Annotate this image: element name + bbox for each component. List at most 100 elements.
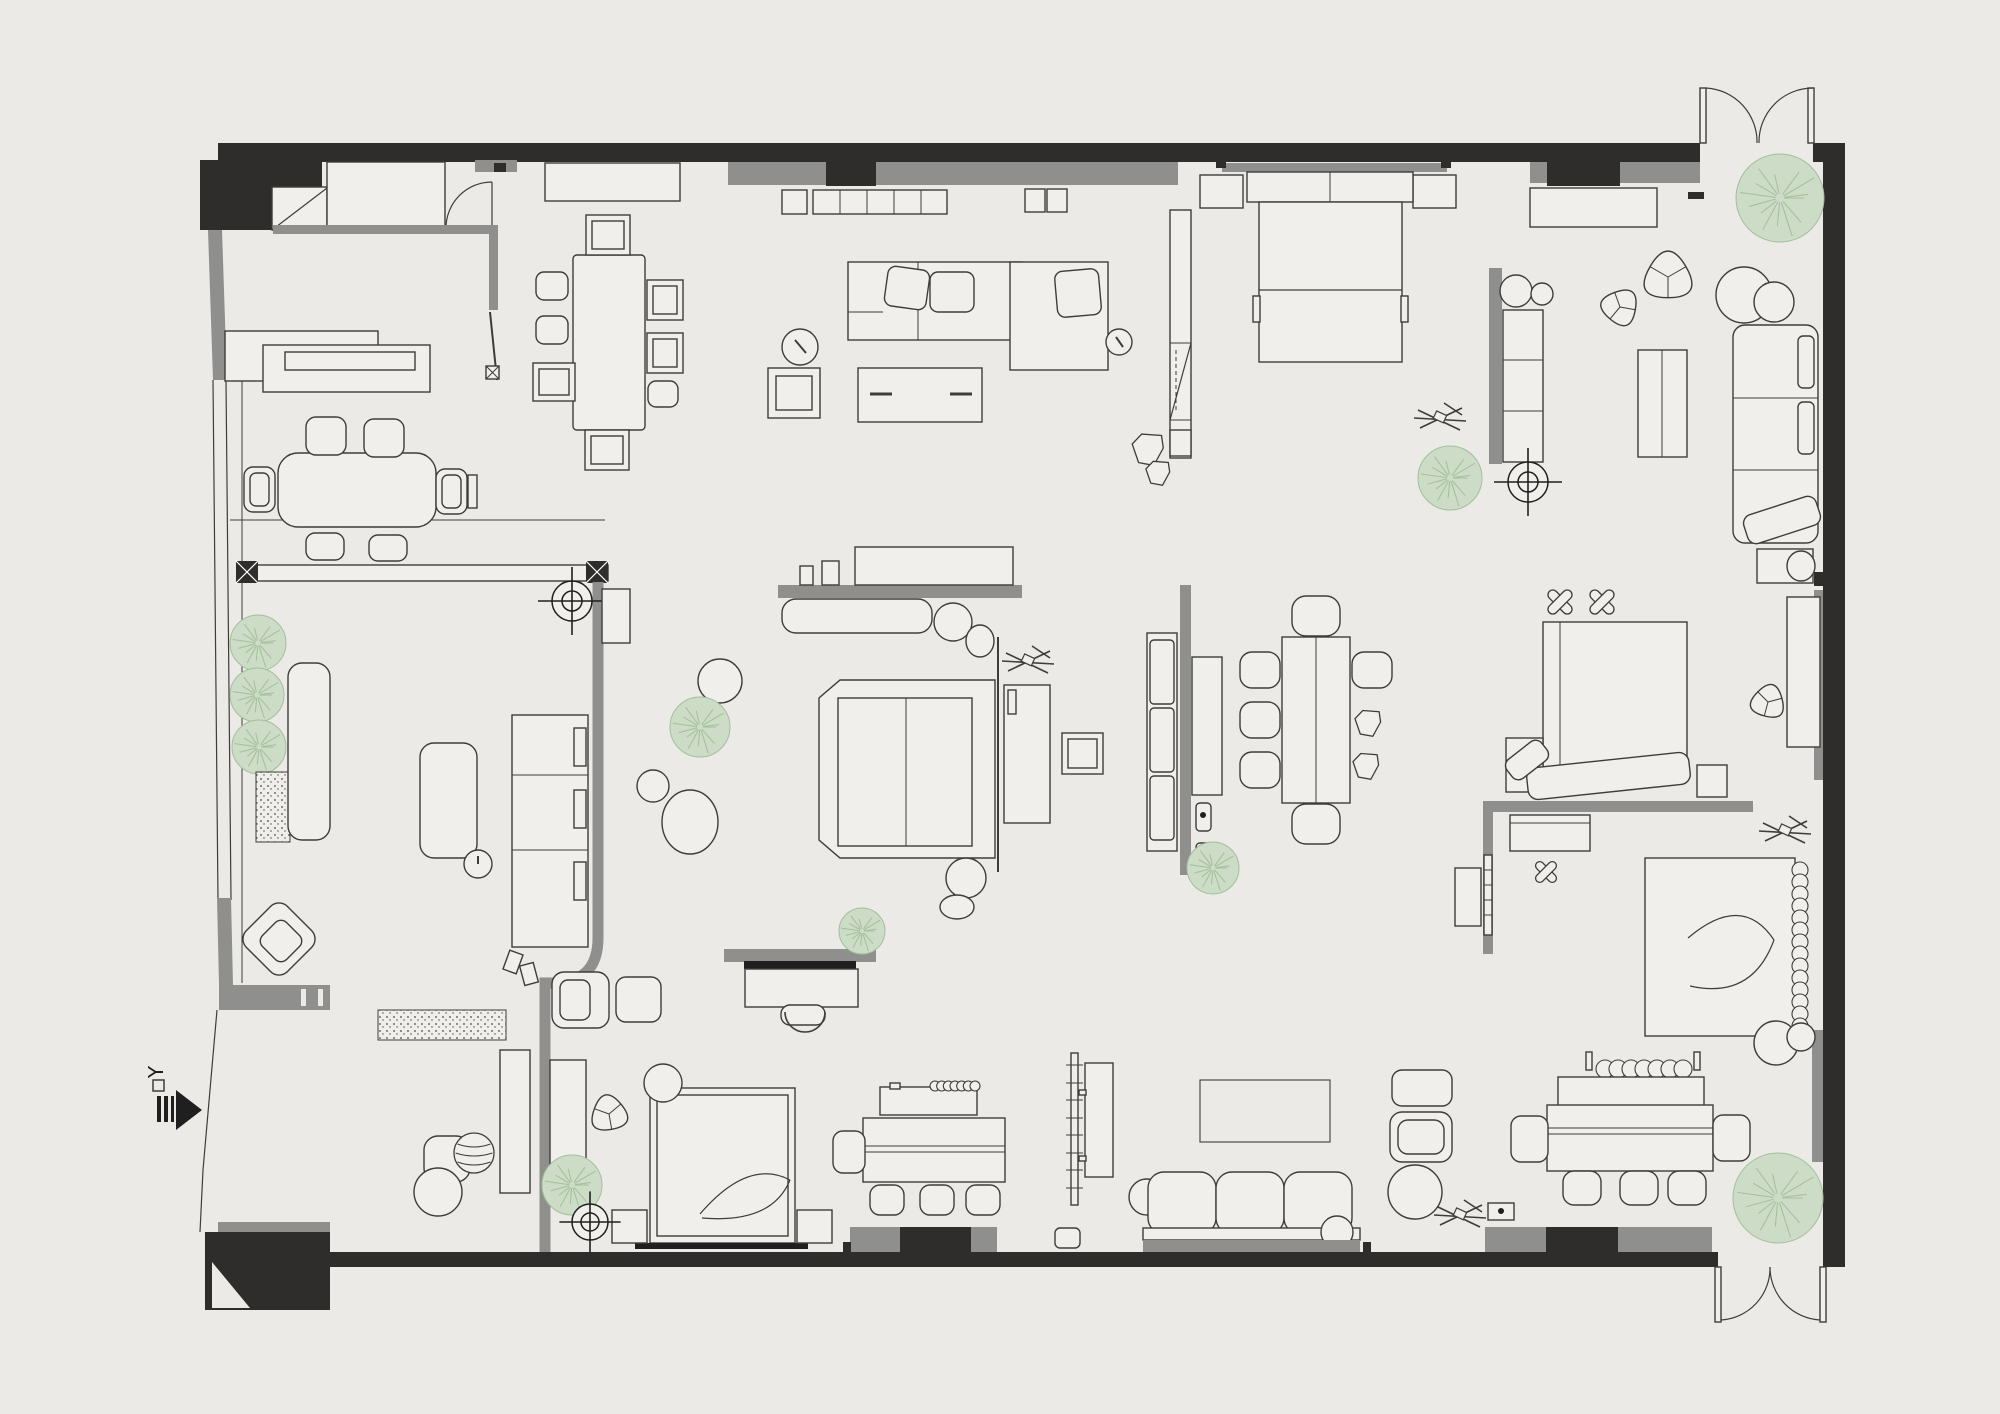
plant-left-2-leaf [258, 696, 271, 711]
plant-left-3-body [231, 719, 287, 775]
bench-braided-end-1 [1585, 1051, 1593, 1071]
window-strip-a [728, 162, 826, 185]
left-wall-upper [208, 230, 227, 380]
hall-wall-v [489, 234, 498, 310]
plant-vanity-leaf [852, 932, 862, 948]
rug-bc [1199, 1079, 1331, 1143]
dining-a-armchair-left-seat [538, 368, 570, 396]
display-cabinet [854, 546, 1014, 586]
pouf-tri-bl-spoke [594, 1108, 610, 1115]
plant-center-leaf [697, 729, 701, 747]
left-boundary-lower [199, 1009, 218, 1233]
bench-braided [1595, 1059, 1693, 1079]
wall-shelf-row [812, 189, 948, 215]
plant-vanity-leaf [860, 933, 863, 946]
rail-column-left [235, 560, 259, 584]
left-wall-foot [219, 985, 330, 1010]
bed-r2-ruffle [1791, 861, 1809, 1035]
plant-left-3-leaf [259, 749, 267, 771]
lounge2-pouf-tri-2-spoke [1614, 292, 1621, 308]
chair-mid-l3 [1239, 751, 1281, 789]
lounge2-sofa-cushion-2 [1797, 401, 1815, 455]
foyer-basket-body [453, 1132, 495, 1174]
lounge2-sofa-chaise [1742, 495, 1822, 545]
pouf-blob-1 [965, 624, 995, 658]
plant-bl-leaf [574, 1181, 592, 1186]
plant-vanity-leaf [862, 917, 873, 930]
desk-r [1786, 596, 1821, 748]
bedroom1-nightstand-left [1199, 174, 1244, 209]
bedroom1-nightstand-right [1412, 174, 1457, 209]
bed-center-mattress [837, 697, 973, 847]
foot-slot-b [318, 989, 323, 1006]
wall-tick-b [1814, 572, 1823, 586]
bottom-wall [330, 1252, 1718, 1267]
plant-left-1-leaf [242, 633, 256, 642]
pier-6 [1618, 1227, 1712, 1252]
bedroom1-basket-1 [1499, 274, 1533, 308]
plant-left-1-body [229, 614, 287, 672]
foyer-basket [453, 1132, 495, 1174]
bedroom1-wardrobe-diag [1169, 342, 1192, 421]
bed-bl-sheet-2 [701, 1179, 791, 1220]
fan-sketch [1001, 645, 1055, 674]
bed-center-pillow-2 [939, 894, 975, 920]
bench-braided-coil [1673, 1059, 1693, 1079]
window-pier-top-right [1547, 143, 1620, 186]
pier-3 [971, 1227, 997, 1252]
plant-center-leaf [686, 728, 698, 738]
paper-1 [502, 949, 524, 975]
plant-left-3-leaf [245, 728, 258, 746]
plant-left-1-leaf [259, 644, 272, 659]
plant-bl-leaf [544, 1180, 570, 1186]
lounge2-pouf-tri-2-spoke [1609, 306, 1621, 320]
lwall-h [1483, 801, 1753, 812]
plant-br-leaf [1753, 1182, 1775, 1197]
plant-vanity-leaf [862, 933, 869, 952]
ottoman-left [615, 976, 662, 1023]
stone-pouf-1 [697, 658, 743, 704]
wall-tick-a [1688, 192, 1704, 199]
dining-b-chair-bottom-1 [305, 532, 345, 561]
plant-bedroom1-leaf [1451, 458, 1465, 476]
bed-mr [1542, 621, 1688, 779]
xstool-2-bar [1589, 589, 1615, 615]
chair-tri-r [1749, 683, 1784, 718]
plant-mid-leaf [1210, 870, 1214, 885]
plant-bl-leaf [573, 1167, 586, 1183]
drafting-chair-r-line [1788, 815, 1808, 829]
box-nook [1169, 429, 1192, 457]
desk-mr [1509, 814, 1591, 852]
console-bc [879, 1086, 978, 1116]
plant-center-leaf [701, 709, 714, 725]
chair-mid-r1 [1351, 651, 1393, 689]
plant-left-2-leaf [259, 682, 279, 695]
entry-label: Y [144, 1065, 168, 1079]
chair-br-2 [1619, 1170, 1659, 1206]
floor-box [1054, 1227, 1081, 1249]
daybed [287, 662, 331, 841]
stool-hex-2 [1352, 752, 1380, 781]
dining-b-armchair-right-seat [441, 474, 462, 509]
console-br [1557, 1076, 1705, 1108]
plant-left-3-leaf [234, 743, 257, 748]
tick-1 [843, 1242, 851, 1252]
plate-br-dot [1498, 1208, 1504, 1214]
window-strip-d [1620, 162, 1700, 183]
plant-center-leaf [695, 710, 700, 725]
pier-2 [900, 1227, 971, 1252]
partition-mid [1180, 585, 1191, 875]
bed-r2-fold-1 [1687, 915, 1775, 941]
plant-tr-leaf [1782, 171, 1800, 195]
dining-a-chair-right-3 [647, 380, 679, 408]
plant-br-leaf [1772, 1173, 1778, 1194]
plant-br-leaf [1781, 1176, 1814, 1197]
dining-a-chair-left-1 [535, 271, 569, 301]
pouf-round-1 [933, 602, 973, 642]
bedroom1-bed-tab-right [1400, 295, 1409, 323]
entry-door-leaf-left [1699, 87, 1707, 144]
sectional-cushion-3 [1054, 268, 1102, 318]
plant-bedroom1-leaf [1447, 481, 1451, 499]
drafting-chair-br-seat [1452, 1207, 1468, 1221]
